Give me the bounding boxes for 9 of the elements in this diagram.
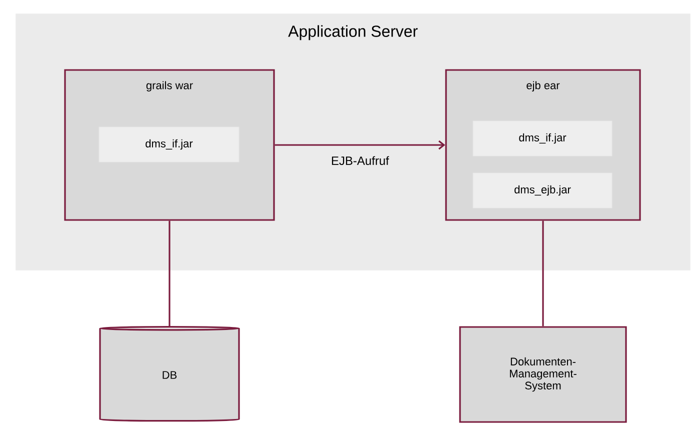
edge-label: EJB-Aufruf <box>332 156 390 165</box>
connector <box>542 220 544 326</box>
jar-box: dms_if.jar <box>472 120 612 156</box>
jar-box: dms_if.jar <box>98 126 240 162</box>
connector <box>274 140 446 150</box>
component-box: Dokumenten- Management- System <box>459 326 627 423</box>
connector <box>168 220 170 326</box>
jar-box: dms_ejb.jar <box>472 172 612 208</box>
database-cylinder: DB <box>99 326 240 422</box>
